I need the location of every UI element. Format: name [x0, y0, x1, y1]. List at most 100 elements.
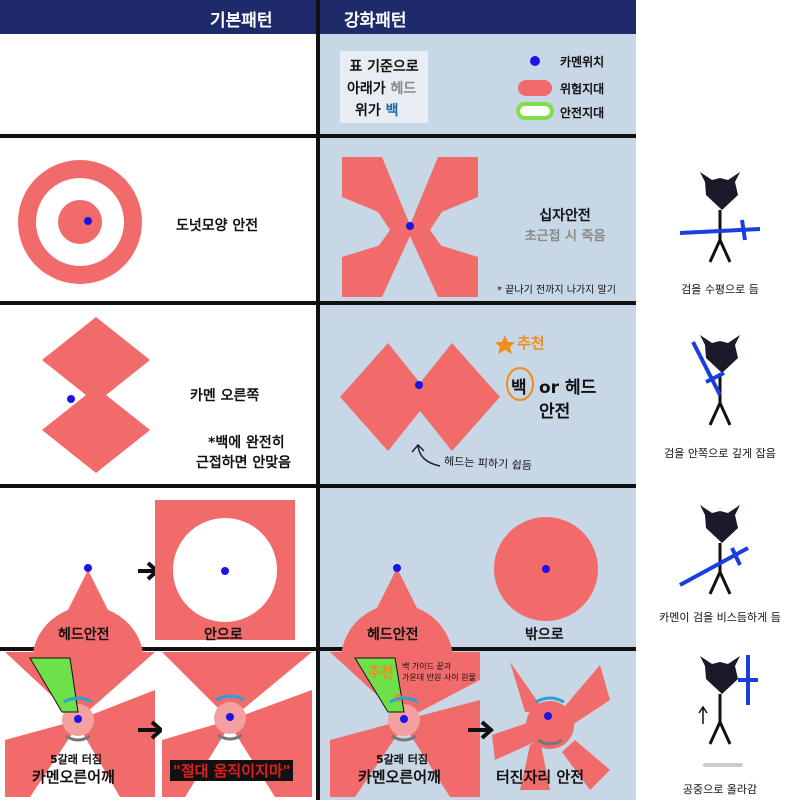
row2-basic-note2: 근접하면 안맞음 [196, 455, 292, 471]
handwritten-arrowhead [411, 443, 425, 453]
sword-icon [679, 227, 761, 235]
kamen-dot [542, 565, 550, 573]
row2-rec-label: 추천 [517, 334, 545, 352]
kamen-head [700, 172, 740, 210]
legend-note-line2: 아래가 헤드 [347, 81, 417, 97]
back-guide-arc [535, 696, 565, 704]
kamen-dot [226, 713, 234, 721]
bowtie-danger [340, 343, 500, 451]
row4-rec-label: 추천 [368, 665, 394, 681]
arrow-right-head [480, 720, 495, 740]
cross-danger-part [410, 157, 478, 225]
side-caption-2: 검을 안쪽으로 깊게 잡음 [664, 447, 776, 460]
figure-leg [718, 571, 732, 595]
figure-leg [708, 239, 722, 263]
legend-note-line3: 위가 백 [355, 103, 399, 119]
back-guide-green [354, 657, 405, 713]
back-guide-arc [389, 696, 419, 704]
kamen-dot [544, 712, 552, 720]
kamen-dot [415, 381, 423, 389]
side-caption-4: 공중으로 올라감 [682, 783, 758, 796]
legend-head-word: 헤드 [390, 81, 417, 97]
back-guide-arc [63, 696, 93, 704]
kamen-figure-sword-horizontal [679, 172, 761, 263]
kamen-dot [67, 395, 75, 403]
row2-basic-label: 카멘 오른쪽 [190, 388, 260, 404]
burst-gap [162, 652, 230, 740]
row1-enh-label1: 십자안전 [539, 208, 591, 224]
burst-gap [30, 725, 120, 797]
side-caption-1: 검을 수평으로 듬 [681, 283, 759, 296]
row2-enh-safe: 안전 [539, 402, 571, 422]
head-guide-arc [65, 734, 91, 742]
row4-basic-warn: "절대 움직이지마" [170, 760, 294, 781]
row3-basic-label1: 헤드안전 [58, 627, 110, 643]
head-guide-arc [217, 733, 243, 741]
cross-danger-part [342, 157, 410, 225]
recommend-circle [506, 367, 534, 401]
burst-gap [330, 652, 404, 740]
kamen-figure-sword-inward [691, 335, 740, 426]
handwritten-arrow [417, 445, 441, 467]
row1-enh-label2: 초근접 시 죽음 [524, 229, 606, 244]
burst-center [526, 701, 574, 749]
legend-kamen-dot [530, 56, 540, 66]
burst-arm [560, 665, 610, 725]
row4-enh-label1: 5갈래 터짐 [376, 753, 428, 766]
legend-note-line1: 표 기준으로 [349, 59, 419, 75]
sword-icon [691, 341, 722, 396]
five-way-burst-basic1 [5, 652, 155, 797]
burst-arm [562, 740, 610, 790]
kamen-dot [84, 217, 92, 225]
row4-enh-guide2: 가운데 반원 사이 원물 [402, 673, 476, 682]
figure-leg [708, 571, 722, 595]
head-guide-arc [391, 734, 417, 742]
burst-gap [78, 652, 155, 720]
side-caption-3: 카멘이 검을 비스듬하게 듬 [659, 611, 781, 624]
star-icon [495, 335, 515, 354]
row4-enh-label2: 카멘오른어깨 [358, 768, 441, 786]
burst-gap [355, 725, 450, 797]
sword-guard [740, 219, 747, 241]
legend-back-word: 백 [385, 103, 399, 119]
legend-note-box [340, 51, 428, 123]
legend-danger-label: 위험지대 [560, 82, 605, 96]
five-way-burst-enh1 [330, 652, 480, 797]
burst-gap [5, 652, 78, 740]
kamen-figure-airborne [698, 655, 758, 767]
up-arrow-head [698, 705, 708, 714]
kamen-dot [74, 715, 82, 723]
row3-basic-label2: 안으로 [204, 627, 243, 643]
row4-basic-label1: 5갈래 터짐 [50, 753, 102, 766]
kamen-dot [400, 715, 408, 723]
arrow-right-head [150, 720, 165, 740]
kamen-head [700, 335, 740, 373]
header-enhanced: 강화패턴 [344, 11, 407, 31]
legend-safe-swatch [516, 102, 554, 120]
sword-guard [730, 547, 742, 566]
row4-basic-label2: 카멘오른어깨 [32, 768, 115, 786]
row2-enh-back: 백 [511, 378, 527, 398]
figure-leg [718, 402, 732, 426]
legend-danger-swatch [518, 80, 552, 96]
burst-arm [520, 740, 550, 790]
cross-danger-part [410, 236, 478, 297]
burst-gap [404, 680, 480, 720]
row2-basic-note1: *백에 완전히 [208, 435, 285, 451]
column-divider [316, 0, 320, 800]
legend-kamen-label: 카멘위치 [560, 55, 605, 69]
back-guide-arc [215, 694, 245, 702]
row4-enh-label3: 터진자리 안전 [496, 768, 585, 786]
kamen-dot [84, 564, 92, 572]
donut-core [58, 200, 102, 244]
legend-safe-label: 안전지대 [560, 106, 605, 120]
figure-leg [718, 239, 732, 263]
row3-enh-label1: 헤드안전 [367, 627, 419, 643]
kamen-head [700, 656, 740, 694]
cross-danger-part [342, 236, 410, 297]
row4-enh-guide1: 백 가이드 끝과 [402, 662, 452, 671]
kamen-dot [221, 567, 229, 575]
row1-enh-note: * 끝나기 전까지 나가지 말기 [497, 285, 616, 296]
